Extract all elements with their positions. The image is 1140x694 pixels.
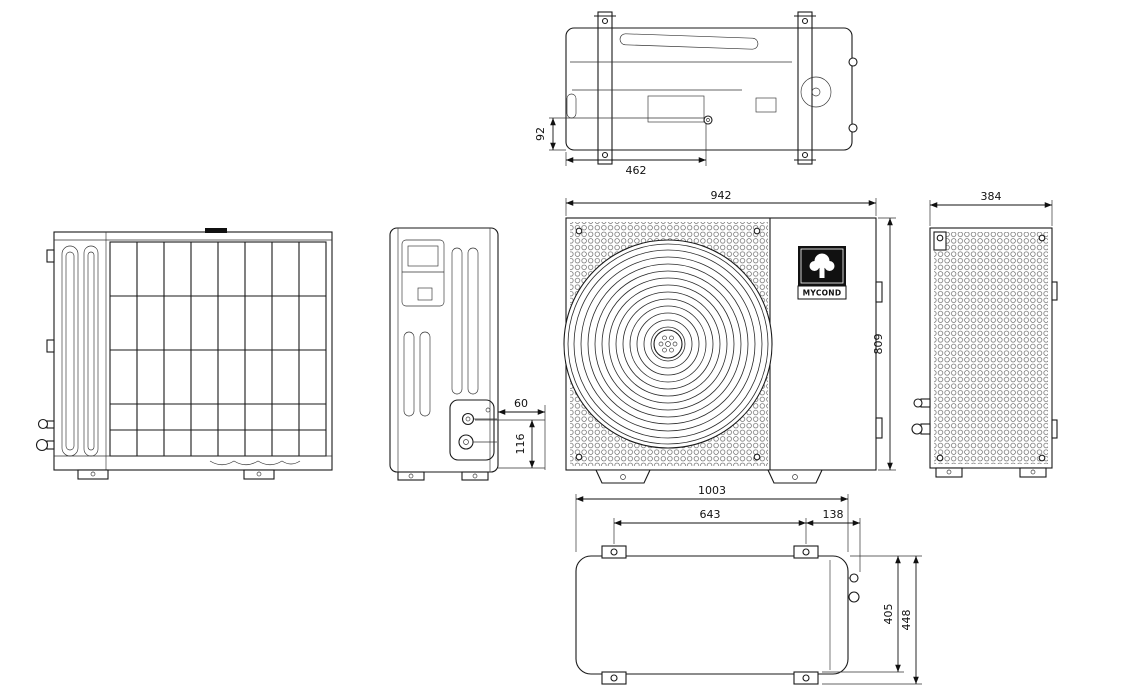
dim-label-front-width: 942 <box>711 189 732 202</box>
back-view <box>35 228 333 480</box>
dim-label-bottom-width: 1003 <box>698 484 726 497</box>
front-view: MYCOND 942 809 <box>563 189 896 484</box>
fan-grille <box>563 239 773 449</box>
side-grille-texture <box>934 232 1048 464</box>
dim-label-front-height: 809 <box>872 334 885 355</box>
dim-label-pipe-offset: 60 <box>514 397 528 410</box>
brand-logo: MYCOND <box>797 246 847 300</box>
side-view-connections: 60 116 <box>389 227 546 481</box>
dim-label-pipe-height: 116 <box>514 434 527 455</box>
tree-icon <box>809 253 835 278</box>
dim-label-top-offset: 92 <box>534 127 547 141</box>
dim-label-depth-overall: 448 <box>900 610 913 631</box>
top-view: 92 462 <box>534 11 858 177</box>
bottom-view: 1003 643 138 405 448 <box>575 484 922 685</box>
dim-label-side-depth: 384 <box>981 190 1002 203</box>
dim-label-depth-inner: 405 <box>882 604 895 625</box>
dim-label-foot-span: 643 <box>700 508 721 521</box>
brand-logo-text: MYCOND <box>803 289 842 298</box>
dim-label-foot-edge: 138 <box>823 508 844 521</box>
dim-label-top-drain: 462 <box>626 164 647 177</box>
top-clip <box>205 228 227 233</box>
right-side-view: 384 <box>911 190 1058 478</box>
